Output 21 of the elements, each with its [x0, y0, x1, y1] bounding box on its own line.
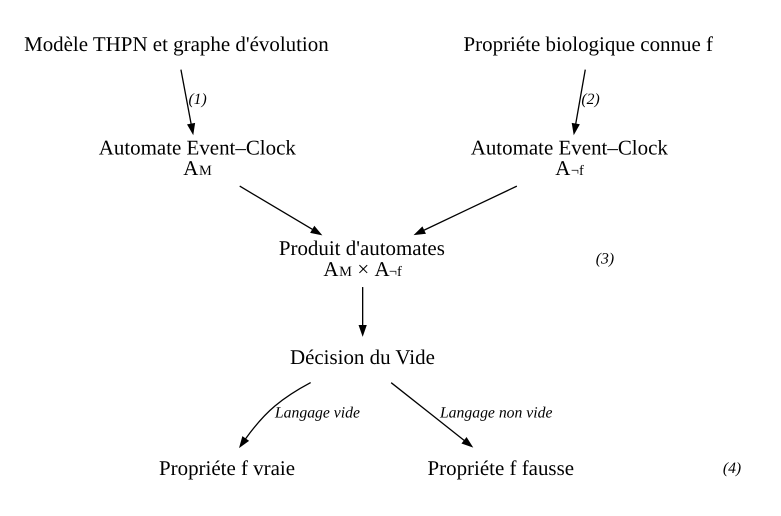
node-text: Propriéte f vraie: [158, 456, 296, 480]
arrow: [390, 382, 474, 448]
label: (4): [722, 460, 742, 477]
node-text: Propriéte f fausse: [428, 456, 574, 480]
arrow: [239, 186, 322, 236]
node-text: Automate Event–Clock A¬f: [470, 135, 668, 180]
node-text: Propriéte biologique connue f: [464, 32, 713, 56]
node-text: Modèle THPN et graphe d'évolution: [24, 32, 329, 56]
node-text: Décision du Vide: [290, 344, 435, 369]
edge-label: (2): [581, 91, 600, 108]
arrow: [358, 287, 367, 337]
edge-label: Langage vide: [274, 404, 360, 422]
arrow: [572, 70, 586, 136]
edge-label: Langage non vide: [440, 404, 552, 422]
label: (3): [596, 250, 614, 268]
node-text: Produit d'automates AM × A¬f: [278, 236, 445, 282]
arrow: [414, 186, 518, 236]
node-text: Automate Event–Clock AM: [98, 135, 296, 180]
arrow: [180, 70, 196, 136]
edge-label: (1): [188, 91, 207, 108]
arrow: [239, 382, 311, 448]
